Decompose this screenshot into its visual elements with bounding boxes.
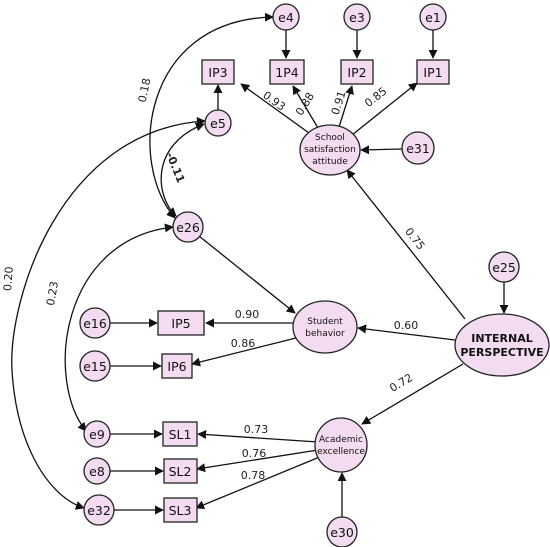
indicator-sl3-label: SL3: [169, 503, 192, 518]
arrow-school-ip2: [338, 85, 354, 128]
coef-academic-sl1: 0.73: [244, 423, 269, 436]
indicator-ip3-label: IP3: [208, 65, 227, 80]
coef-internal-student: 0.60: [394, 319, 419, 332]
indicator-ip6: IP6: [161, 353, 193, 379]
indicator-ip2-label: IP2: [347, 65, 366, 80]
indicator-ip3: IP3: [201, 59, 235, 85]
indicator-ip1-label: IP1: [423, 65, 442, 80]
arrow-e26-student: [198, 235, 296, 314]
latent-student-label-2: behavior: [305, 329, 345, 339]
indicator-sl2: SL2: [163, 458, 198, 484]
error-e15-label: e15: [83, 359, 107, 374]
error-e5-label: e5: [210, 116, 226, 131]
error-e32-label: e32: [87, 503, 111, 518]
coef-cov-e4-e26: 0.18: [136, 77, 154, 104]
arrow-school-ip1: [351, 82, 418, 136]
arrow-internal-academic: [361, 363, 464, 425]
error-e25: e25: [488, 251, 520, 283]
error-e30-label: e30: [330, 525, 354, 540]
indicator-ip5-label: IP5: [171, 316, 190, 331]
arrow-academic-sl1: [197, 430, 319, 443]
coef-academic-sl3: 0.78: [241, 469, 266, 482]
arrow-academic-sl3: [195, 455, 323, 510]
latent-variables: School satisfaction attitude Student beh…: [292, 124, 550, 473]
error-e1-label: e1: [425, 10, 441, 25]
indicator-sl3: SL3: [163, 497, 198, 523]
indicator-sl1: SL1: [162, 421, 198, 447]
latent-school-label-3: attitude: [312, 157, 348, 167]
observed-variables: IP3 1P4 IP2 IP1 IP5 IP6 SL1 SL2: [157, 59, 450, 523]
error-terms: e4 e3 e1 e5 e31 e26 e25 e16: [79, 3, 520, 547]
latent-internal-label-1: INTERNAL: [471, 332, 533, 345]
error-e32: e32: [83, 494, 115, 526]
coef-school-ip2: 0.91: [329, 89, 349, 116]
latent-student-label-1: Student: [307, 317, 343, 327]
latent-academic-label-2: excellence: [317, 447, 365, 457]
coef-school-1p4: 0.88: [293, 90, 317, 118]
indicator-1p4: 1P4: [269, 59, 305, 85]
coef-school-ip3: 0.93: [260, 89, 287, 114]
error-e8-label: e8: [89, 464, 105, 479]
latent-school-label-2: satisfaction: [304, 145, 356, 155]
indicator-ip2: IP2: [340, 59, 374, 85]
coef-cov-e26-e9: 0.23: [44, 280, 61, 306]
latent-academic-label-1: Academic: [319, 435, 363, 445]
coef-cov-e5-e32: 0.20: [1, 266, 16, 291]
indicator-sl1-label: SL1: [169, 427, 192, 442]
covariance-e5-e32: [11, 117, 206, 510]
error-e4-label: e4: [278, 10, 294, 25]
error-e9: e9: [83, 420, 111, 448]
error-e4: e4: [272, 3, 300, 31]
error-e1: e1: [419, 3, 447, 31]
error-e26: e26: [172, 211, 204, 243]
error-e16-label: e16: [83, 316, 107, 331]
latent-school-label-1: School: [315, 133, 345, 143]
arrow-internal-student: [357, 324, 456, 341]
arrow-student-ip6: [191, 337, 297, 367]
error-e26-label: e26: [176, 220, 200, 235]
error-e3: e3: [343, 3, 371, 31]
indicator-ip5: IP5: [157, 310, 205, 336]
coef-academic-sl2: 0.76: [242, 447, 267, 460]
latent-internal-label-2: PERSPECTIVE: [460, 346, 543, 359]
indicator-ip6-label: IP6: [167, 359, 186, 374]
coef-student-ip6: 0.86: [231, 337, 256, 350]
indicator-ip1: IP1: [416, 59, 450, 85]
latent-academic-excellence: Academic excellence: [314, 417, 368, 473]
latent-internal-perspective: INTERNAL PERSPECTIVE: [454, 313, 550, 377]
coef-internal-academic: 0.72: [387, 371, 415, 395]
arrow-school-1p4: [292, 85, 319, 129]
error-e15: e15: [79, 350, 111, 382]
arrow-academic-sl2: [196, 449, 319, 473]
arrow-internal-school: [346, 169, 466, 320]
latent-student-behavior: Student behavior: [292, 300, 358, 354]
coef-student-ip5: 0.90: [235, 308, 260, 321]
error-e9-label: e9: [89, 427, 105, 442]
error-e31-label: e31: [406, 141, 430, 156]
error-e5: e5: [204, 109, 232, 137]
error-e3-label: e3: [349, 10, 365, 25]
indicator-1p4-label: 1P4: [275, 65, 298, 80]
edges: [11, 12, 509, 518]
coefficient-labels: 0.75 0.60 0.72 0.93 0.88 0.91 0.85 0.90 …: [1, 77, 427, 482]
arrow-e31-school: [360, 145, 403, 155]
indicator-sl2-label: SL2: [169, 464, 192, 479]
error-e31: e31: [401, 131, 435, 165]
latent-school-satisfaction: School satisfaction attitude: [299, 124, 361, 176]
error-e16: e16: [79, 307, 111, 339]
coef-internal-school: 0.75: [402, 225, 427, 252]
coef-cov-e5-e26: -0.11: [163, 151, 187, 185]
error-e8: e8: [83, 457, 111, 485]
error-e30: e30: [326, 516, 358, 547]
coef-school-ip1: 0.85: [362, 85, 389, 110]
error-e25-label: e25: [492, 260, 516, 275]
